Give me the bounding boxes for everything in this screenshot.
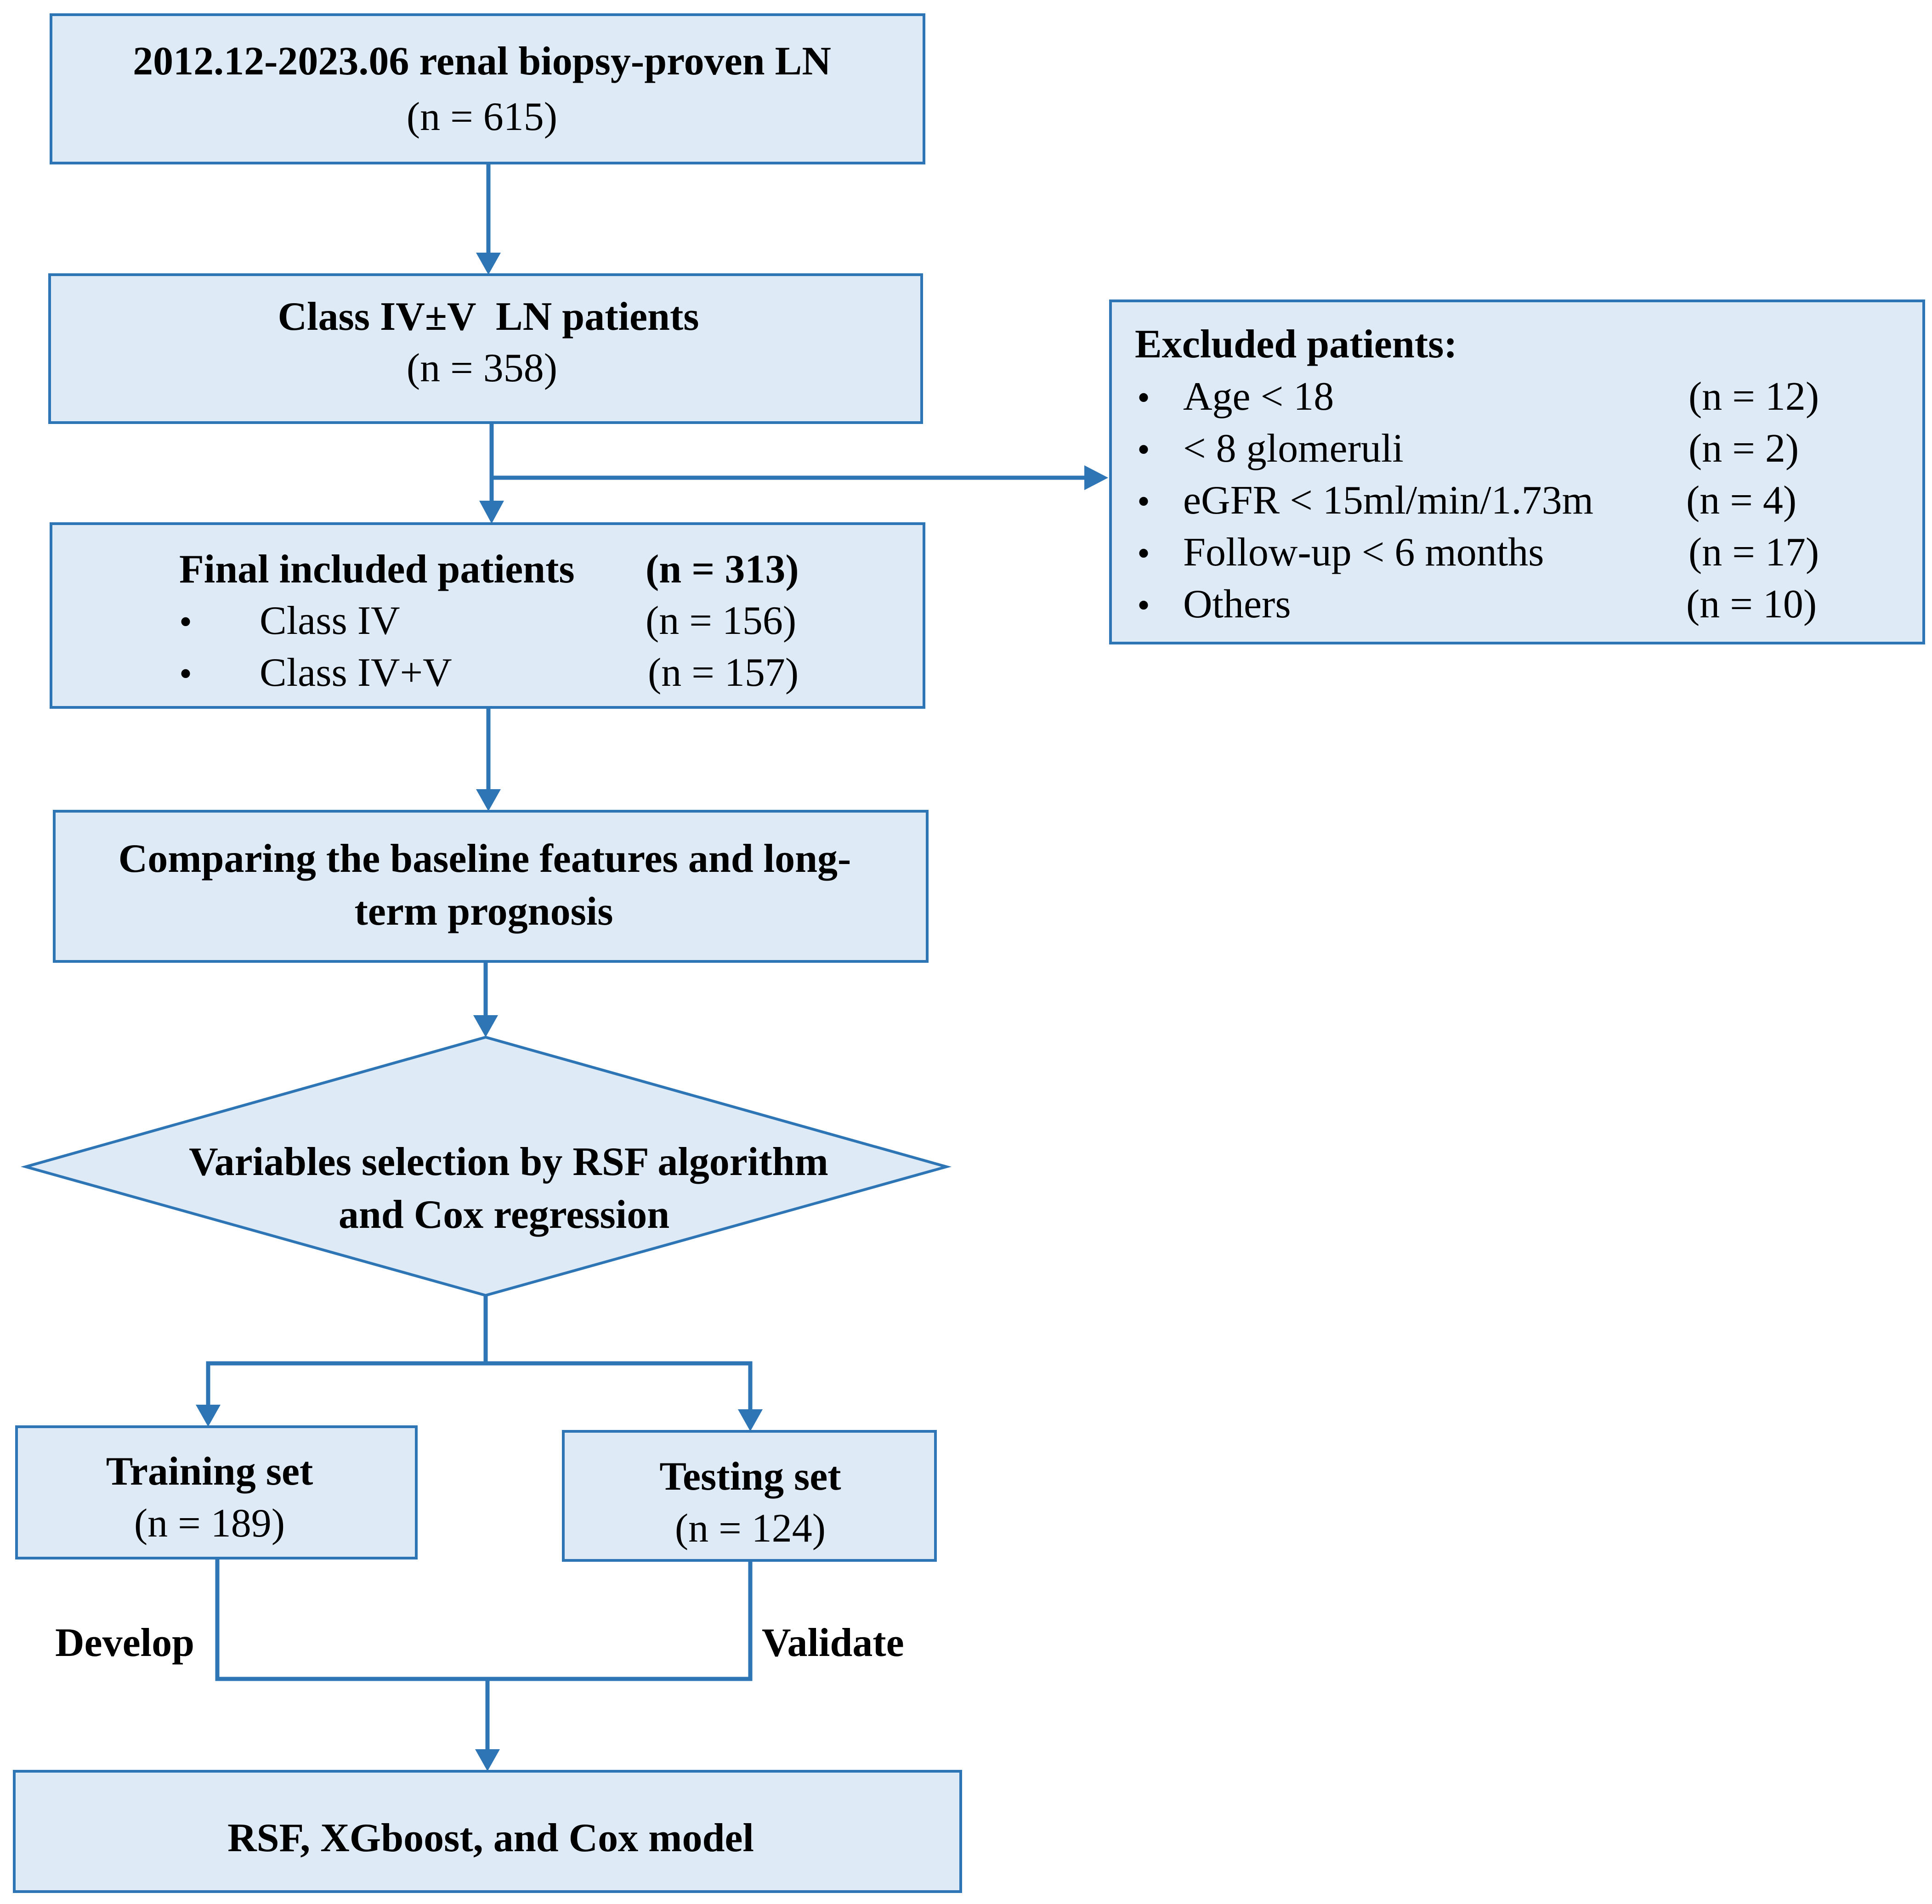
arrowhead-comparing	[476, 789, 501, 811]
connectors	[196, 163, 1108, 1771]
comparing-line-2: term prognosis	[354, 889, 613, 934]
excluded-item-count: (n = 17)	[1688, 530, 1819, 575]
training-count: (n = 189)	[134, 1501, 285, 1546]
models-title: RSF, XGboost, and Cox model	[227, 1816, 754, 1860]
excluded-item-count: (n = 2)	[1688, 426, 1799, 471]
selection-line-1: Variables selection by RSF algorithm	[189, 1140, 828, 1184]
excluded-bullet: •	[1137, 378, 1150, 418]
training-title: Training set	[106, 1449, 313, 1494]
final-item-label: Class IV	[260, 599, 400, 643]
class-count: (n = 358)	[407, 346, 557, 390]
testing-box: Testing set (n = 124)	[562, 1430, 937, 1562]
excluded-item-count: (n = 10)	[1686, 582, 1817, 627]
excluded-bullet: •	[1137, 481, 1150, 522]
class-box: Class IV±V LN patients (n = 358)	[48, 273, 923, 424]
final-item-count: (n = 157)	[648, 650, 799, 695]
excluded-item-label: Follow-up < 6 months	[1183, 530, 1544, 575]
excluded-list: • Age < 18 (n = 12) • < 8 glomeruli (n =…	[1137, 374, 1819, 627]
final-bullet: •	[179, 602, 192, 642]
validate-label: Validate	[762, 1621, 904, 1665]
testing-count: (n = 124)	[675, 1506, 826, 1551]
final-title: Final included patients	[179, 547, 575, 592]
biopsy-box: 2012.12-2023.06 renal biopsy-proven LN (…	[50, 13, 925, 164]
excluded-bullet: •	[1137, 533, 1150, 574]
selection-diamond: Variables selection by RSF algorithm and…	[20, 1035, 952, 1297]
final-item-label: Class IV+V	[260, 650, 452, 695]
arrowhead-final	[479, 501, 504, 524]
excluded-item-label: Age < 18	[1183, 374, 1334, 419]
arrowhead-selection	[473, 1015, 498, 1037]
comparing-box: Comparing the baseline features and long…	[53, 810, 929, 963]
biopsy-count: (n = 615)	[407, 95, 557, 139]
arrowhead-testing	[738, 1409, 763, 1431]
class-title: Class IV±V LN patients	[278, 294, 699, 339]
excluded-bullet: •	[1137, 585, 1150, 626]
develop-label: Develop	[55, 1621, 194, 1665]
arrowhead-class	[476, 253, 501, 275]
final-count: (n = 313)	[646, 547, 799, 592]
final-box: Final included patients (n = 313) • Clas…	[50, 522, 925, 709]
models-box: RSF, XGboost, and Cox model	[13, 1770, 962, 1893]
excluded-title: Excluded patients:	[1135, 322, 1457, 367]
excluded-item-label: < 8 glomeruli	[1183, 426, 1404, 471]
final-bullet: •	[179, 654, 192, 694]
final-item-count: (n = 156)	[646, 599, 796, 643]
split-connector-right	[486, 1361, 753, 1409]
arrowhead-training	[196, 1405, 221, 1427]
excluded-box: Excluded patients: • Age < 18 (n = 12) •…	[1109, 299, 1925, 644]
excluded-item-count: (n = 12)	[1688, 374, 1819, 419]
merge-connector	[215, 1558, 753, 1681]
excluded-item-label: eGFR < 15ml/min/1.73m	[1183, 478, 1593, 523]
split-connector	[206, 1295, 488, 1405]
arrowhead-excluded	[1084, 465, 1108, 490]
biopsy-title: 2012.12-2023.06 renal biopsy-proven LN	[133, 39, 831, 84]
comparing-line-1: Comparing the baseline features and long…	[119, 836, 851, 881]
arrowhead-models	[475, 1749, 500, 1771]
excluded-item-label: Others	[1183, 582, 1291, 627]
testing-title: Testing set	[659, 1454, 841, 1499]
excluded-item-count: (n = 4)	[1686, 478, 1796, 523]
training-box: Training set (n = 189)	[15, 1425, 418, 1559]
excluded-bullet: •	[1137, 429, 1150, 470]
selection-line-2: and Cox regression	[339, 1192, 669, 1237]
